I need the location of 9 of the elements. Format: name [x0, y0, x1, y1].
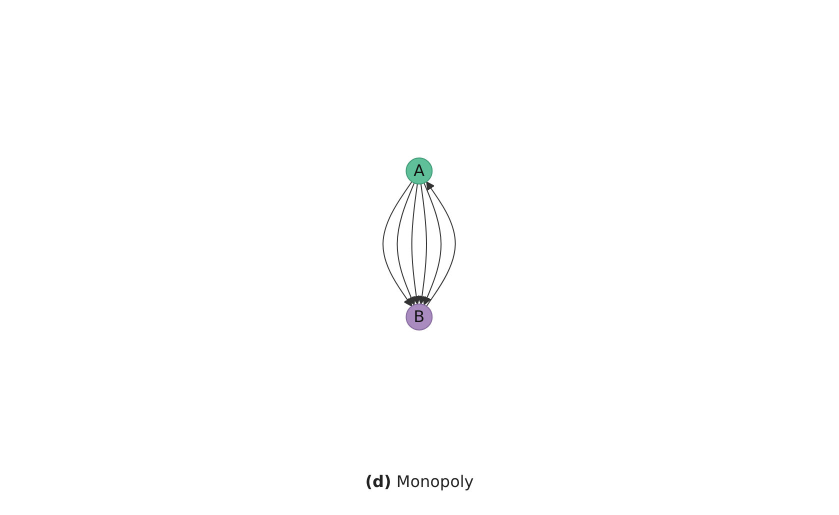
node-circle: A	[406, 158, 433, 184]
node-circle: B	[406, 303, 433, 330]
arrow	[418, 183, 428, 304]
arrow	[423, 182, 442, 306]
arrow	[412, 183, 422, 304]
arrow	[382, 181, 413, 307]
caption: (d) Monopoly	[365, 472, 474, 491]
arrow	[397, 182, 416, 306]
arrow	[426, 181, 456, 307]
